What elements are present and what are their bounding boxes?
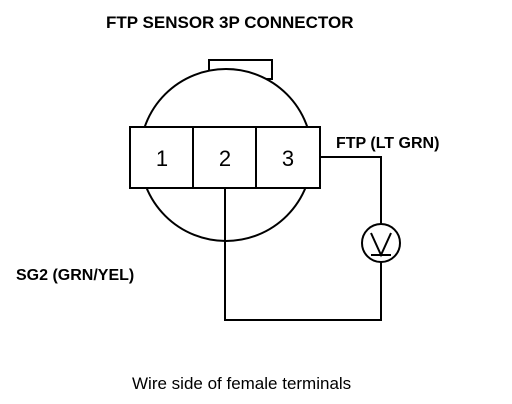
voltmeter-icon xyxy=(361,223,401,263)
probe-wire-pin3 xyxy=(320,156,382,224)
pin-2-number: 2 xyxy=(219,146,231,171)
pin3-wire-label: FTP (LT GRN) xyxy=(336,135,439,152)
diagram-caption: Wire side of female terminals xyxy=(132,374,351,393)
pin-1-number: 1 xyxy=(156,146,168,171)
terminal-block xyxy=(129,126,321,189)
probe-wire-pin2 xyxy=(224,188,382,321)
pin-3-number: 3 xyxy=(282,146,294,171)
diagram-title: FTP SENSOR 3P CONNECTOR xyxy=(106,13,354,32)
pin2-wire-label: SG2 (GRN/YEL) xyxy=(16,267,134,284)
